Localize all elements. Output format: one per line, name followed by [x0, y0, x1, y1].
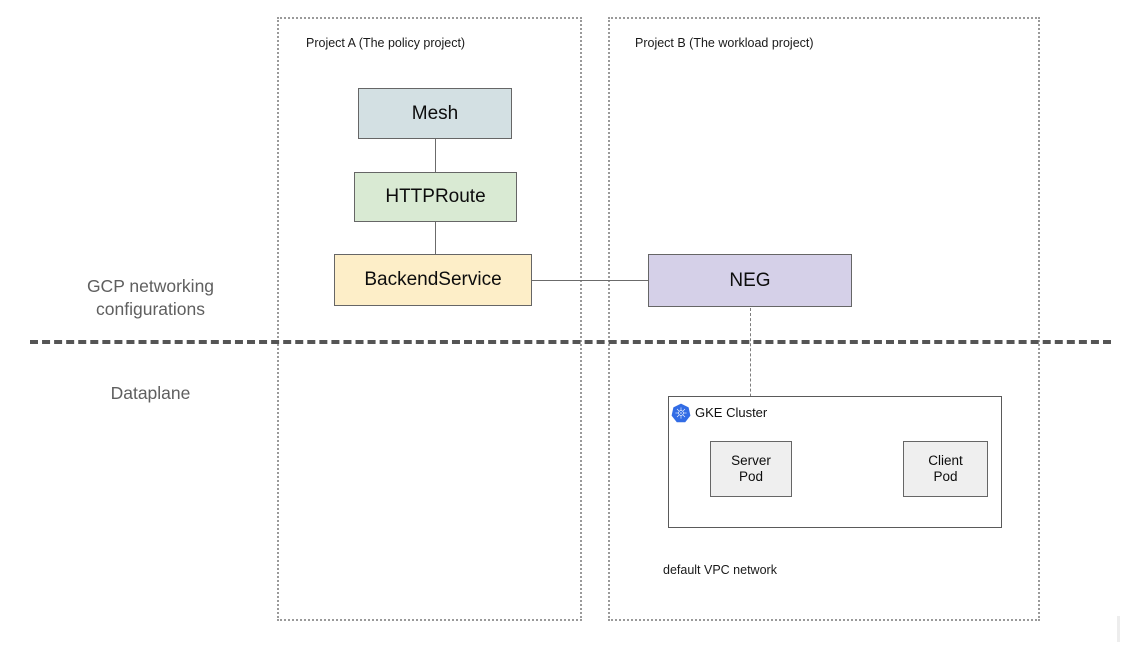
corner-tick: [1117, 616, 1120, 642]
node-httproute[interactable]: HTTPRoute: [354, 172, 517, 222]
section-label-dataplane: Dataplane: [110, 383, 191, 403]
connector-neg-server-pod: [750, 308, 751, 442]
node-server-pod[interactable]: Server Pod: [710, 441, 792, 497]
node-client-pod[interactable]: Client Pod: [903, 441, 988, 497]
connector-backendservice-neg: [532, 280, 649, 281]
vpc-network-label: default VPC network: [663, 563, 777, 577]
project-a-label: Project A (The policy project): [306, 36, 466, 50]
node-httproute-label: HTTPRoute: [385, 186, 486, 208]
node-server-pod-label: Server Pod: [731, 453, 771, 484]
project-b-container: [608, 17, 1040, 621]
layer-divider: [30, 340, 1111, 344]
node-backendservice[interactable]: BackendService: [334, 254, 532, 306]
node-mesh-label: Mesh: [411, 102, 459, 124]
gke-cluster-title: GKE Cluster: [695, 405, 768, 420]
node-client-pod-label: Client Pod: [928, 453, 963, 484]
project-b-label: Project B (The workload project): [635, 36, 814, 50]
node-neg[interactable]: NEG: [648, 254, 852, 307]
project-a-container: [277, 17, 582, 621]
node-mesh[interactable]: Mesh: [358, 88, 512, 139]
node-backendservice-label: BackendService: [364, 269, 502, 291]
node-neg-label: NEG: [729, 269, 771, 291]
section-label-networking: GCP networking configurations: [86, 276, 215, 319]
kubernetes-icon: [671, 403, 691, 423]
connector-mesh-httproute: [435, 139, 436, 172]
connector-httproute-backendservice: [435, 222, 436, 254]
